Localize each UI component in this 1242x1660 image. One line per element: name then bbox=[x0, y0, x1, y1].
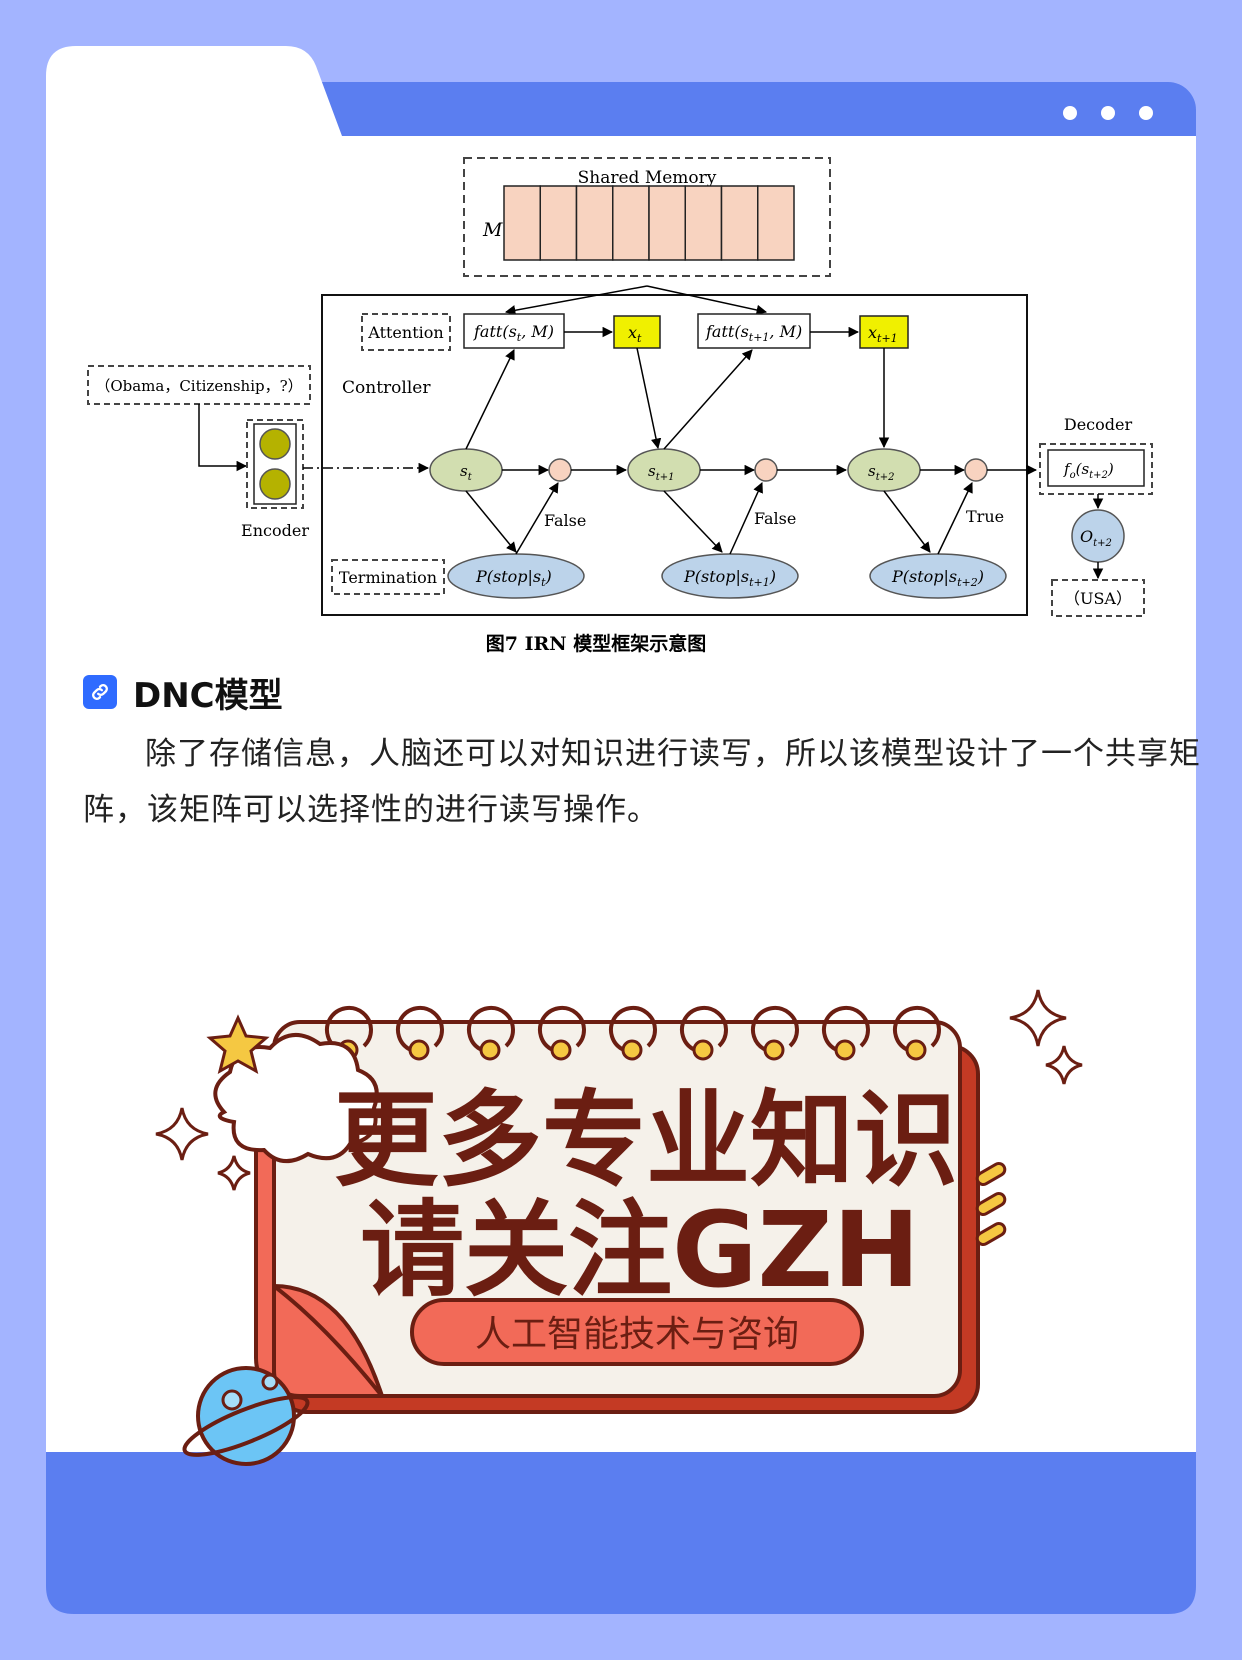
binder-ring-icon bbox=[822, 1005, 870, 1061]
x-label-1: xt bbox=[628, 323, 642, 345]
banner-line-2: 请关注GZH bbox=[360, 1189, 920, 1311]
memory-symbol: M bbox=[482, 219, 503, 241]
section-heading: DNC模型 bbox=[83, 668, 283, 716]
attention-label-box bbox=[361, 313, 451, 351]
decoder-box bbox=[1047, 449, 1145, 487]
decor-dashes-icon bbox=[975, 1162, 1007, 1246]
termination-label-box bbox=[331, 559, 445, 595]
sparkle-icon bbox=[1009, 989, 1067, 1047]
decoder-label: Decoder bbox=[1064, 415, 1133, 434]
termination-label: Termination bbox=[339, 568, 437, 587]
link-icon bbox=[83, 675, 117, 709]
controller-box bbox=[321, 294, 1028, 616]
svg-text:st: st bbox=[460, 462, 473, 483]
output-label: （USA） bbox=[1064, 589, 1132, 608]
section-body: 除了存储信息，人脑还可以对知识进行读写，所以该模型设计了一个共享矩阵，该矩阵可以… bbox=[83, 736, 1201, 828]
follow-banner: 更多专业知识 请关注GZH 人工智能技术与咨询 bbox=[155, 989, 1083, 1466]
attention-label: Attention bbox=[367, 323, 443, 342]
encoder-outer bbox=[246, 419, 304, 509]
header-dot-icon bbox=[1101, 106, 1115, 120]
irn-diagram: Shared Memory M Controller Attention fat… bbox=[87, 157, 1153, 655]
memory-cell bbox=[684, 185, 723, 261]
controller-label: Controller bbox=[342, 378, 431, 398]
false-label-1: False bbox=[544, 511, 586, 530]
shared-memory-label: Shared Memory bbox=[578, 168, 717, 188]
sparkle-icon bbox=[1045, 1045, 1083, 1085]
x-label-2: xt+1 bbox=[868, 323, 898, 345]
sparkle-icon bbox=[155, 1107, 209, 1161]
svg-text:P(stop|st): P(stop|st) bbox=[475, 567, 552, 589]
svg-text:st+2: st+2 bbox=[868, 462, 894, 483]
fatt-label-1: fatt(st, M) bbox=[473, 322, 554, 344]
fatt-box-1 bbox=[463, 313, 565, 349]
planet-icon bbox=[182, 1366, 310, 1466]
binder-ring-icon bbox=[751, 1005, 799, 1061]
banner-tag-pill bbox=[410, 1298, 864, 1366]
encoder-unit-icon bbox=[259, 468, 291, 500]
header-dot-icon bbox=[1139, 106, 1153, 120]
input-label: （Obama，Citizenship，?） bbox=[95, 377, 302, 395]
svg-text:Ot+2: Ot+2 bbox=[1080, 527, 1112, 549]
svg-text:st+1: st+1 bbox=[648, 462, 674, 483]
binder-ring-icon bbox=[467, 1005, 515, 1061]
binder-ring-icon bbox=[396, 1005, 444, 1061]
encoder-label: Encoder bbox=[241, 521, 309, 540]
star-icon bbox=[206, 1014, 270, 1074]
banner-line-1: 更多专业知识 bbox=[334, 1079, 958, 1201]
memory-cell bbox=[757, 185, 795, 261]
memory-cells bbox=[503, 185, 795, 261]
sparkle-icon bbox=[217, 1155, 251, 1191]
diagram-caption: 图7 IRN 模型框架示意图 bbox=[486, 632, 707, 655]
decoder-outer bbox=[1039, 443, 1153, 495]
binder-rings bbox=[325, 1005, 941, 1061]
shared-memory-box bbox=[463, 157, 831, 277]
svg-text:fo(st+2): fo(st+2) bbox=[1063, 460, 1114, 481]
binder-ring-icon bbox=[680, 1005, 728, 1061]
svg-text:P(stop|st+1): P(stop|st+1) bbox=[683, 567, 776, 589]
footer-strip bbox=[46, 1452, 1196, 1614]
binder-ring-icon bbox=[538, 1005, 586, 1061]
output-box bbox=[1051, 579, 1145, 617]
x-box-1 bbox=[613, 315, 661, 349]
banner-tag: 人工智能技术与咨询 bbox=[475, 1314, 799, 1355]
binder-ring-icon bbox=[609, 1005, 657, 1061]
true-label: True bbox=[966, 507, 1004, 526]
binder-ring-icon bbox=[893, 1005, 941, 1061]
fatt-label-2: fatt(st+1, M) bbox=[705, 322, 802, 344]
memory-cell bbox=[720, 185, 759, 261]
header-dot-icon bbox=[1063, 106, 1077, 120]
x-box-2 bbox=[859, 315, 909, 349]
content-card: Shared Memory M Controller Attention fat… bbox=[46, 46, 1200, 1614]
false-label-2: False bbox=[754, 509, 796, 528]
encoder-unit-icon bbox=[259, 428, 291, 460]
section-title: DNC模型 bbox=[133, 675, 283, 716]
svg-text:P(stop|st+2): P(stop|st+2) bbox=[891, 567, 984, 589]
fatt-box-2 bbox=[697, 313, 811, 349]
